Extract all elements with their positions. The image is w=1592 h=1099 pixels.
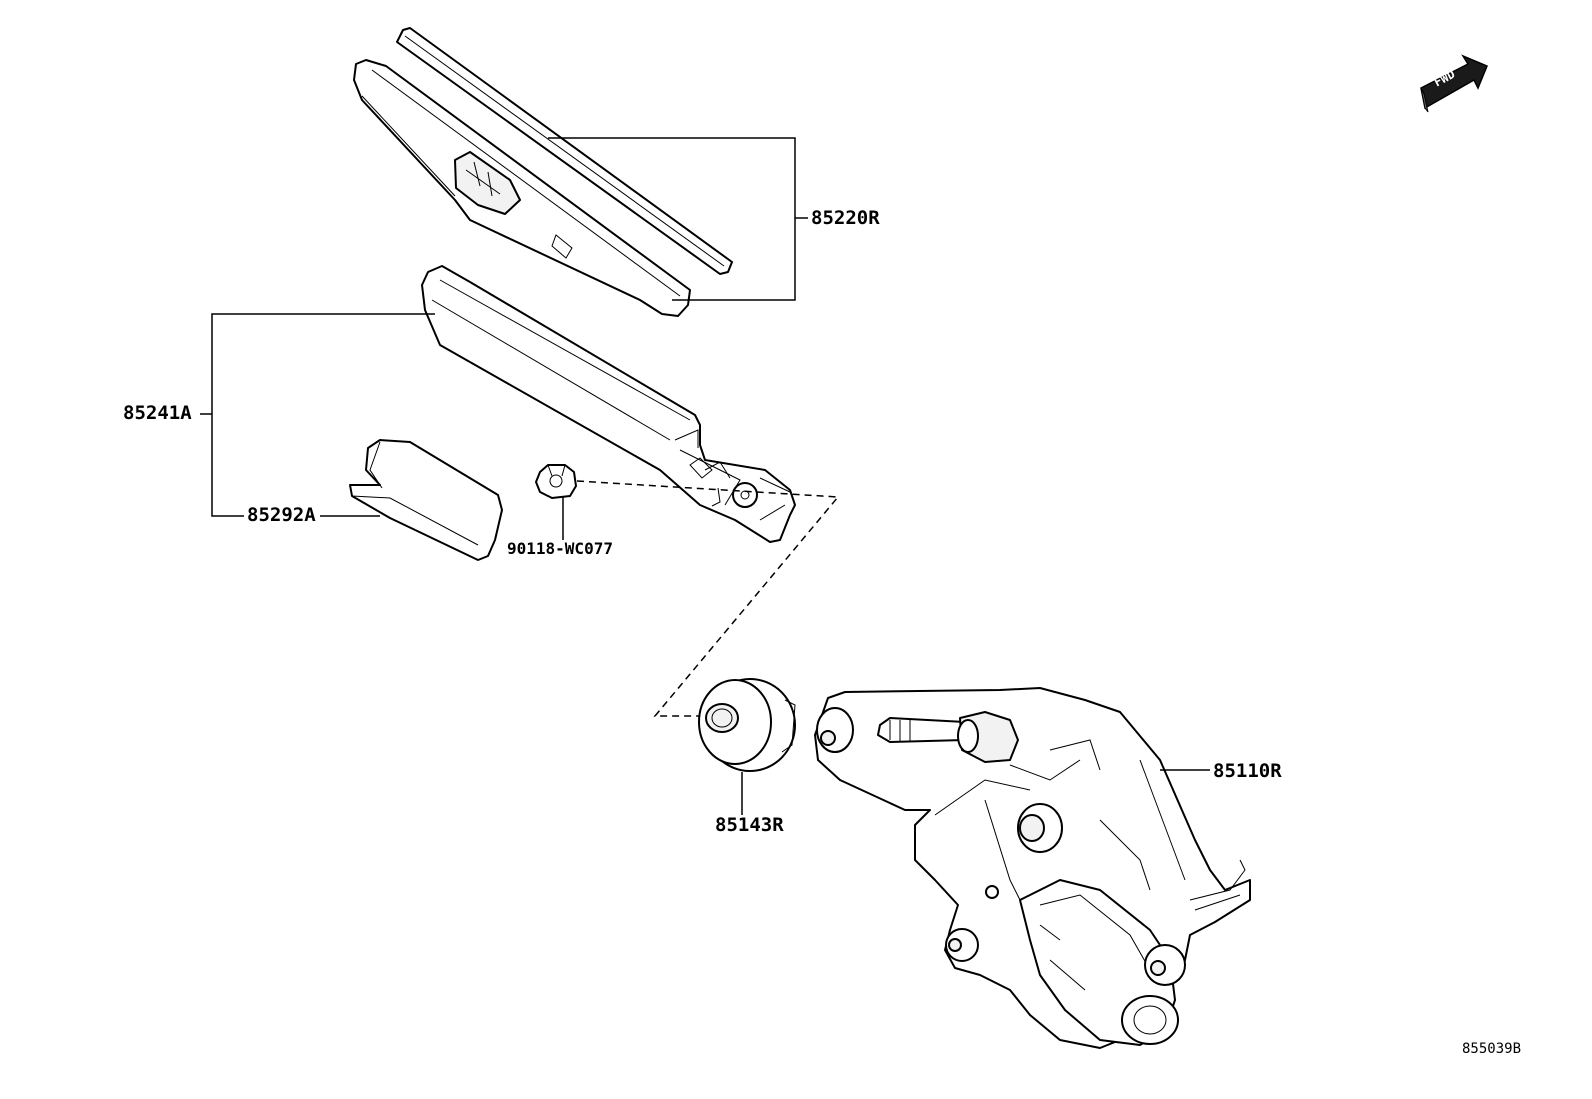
wiper-arm-drawing bbox=[421, 265, 796, 543]
leader-lines bbox=[200, 137, 1210, 815]
part-label-cap: 85292A bbox=[247, 504, 316, 526]
arm-cap-drawing bbox=[349, 439, 503, 561]
part-label-motor: 85110R bbox=[1213, 760, 1282, 782]
part-label-nut: 90118-WC077 bbox=[507, 539, 613, 558]
wiper-motor-drawing bbox=[814, 687, 1251, 1049]
part-label-pivot-cover: 85143R bbox=[715, 814, 784, 836]
wiper-blade-drawing bbox=[353, 27, 733, 317]
forward-arrow-icon bbox=[1420, 54, 1488, 113]
diagram-id: 855039B bbox=[1462, 1041, 1522, 1057]
part-label-arm: 85241A bbox=[123, 402, 192, 424]
pivot-cover-drawing bbox=[698, 678, 796, 772]
part-label-blade: 85220R bbox=[811, 207, 880, 229]
nut-drawing bbox=[535, 464, 577, 499]
